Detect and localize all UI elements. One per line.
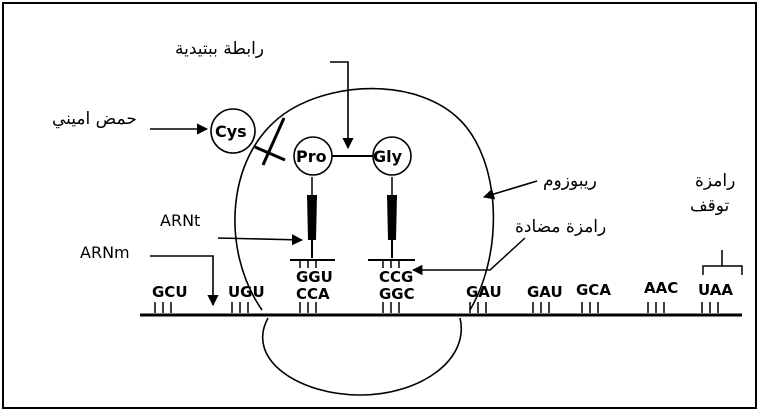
label-trna: ARNt (160, 211, 200, 230)
codon-stop: UAA (698, 281, 733, 299)
label-stop-codon-2: توقف (690, 196, 730, 216)
arrow-mrna (150, 255, 219, 307)
label-mrna: ARNm (80, 243, 130, 262)
stop-codon-bracket (702, 250, 743, 275)
label-amino-acid: حمض اميني (52, 109, 137, 129)
codon-1: GCU (152, 283, 188, 301)
mrna-base-teeth (154, 302, 719, 313)
diagram-frame (2, 2, 757, 409)
ribosome-small-subunit (261, 317, 463, 396)
ribosome (234, 87, 495, 396)
label-ribosome: ريبوزوم (543, 171, 597, 191)
amino-acid-pro: Pro (296, 147, 327, 166)
mrna-codons: GCU UGU CCA GGC GAU GAU GCA AAC UAA (152, 279, 733, 303)
codon-6: GAU (527, 283, 563, 301)
bond-break-mark (261, 117, 286, 166)
codon-2: UGU (228, 283, 265, 301)
label-peptide-bond: رابطة ببتيدية (175, 39, 264, 59)
cys-pro-bond (254, 145, 286, 162)
amino-acid-gly: Gly (373, 147, 403, 166)
codon-4: GGC (379, 285, 415, 303)
ribosome-large-subunit (234, 87, 495, 311)
label-anticodon: رامزة مضادة (515, 217, 606, 237)
label-stop-codon-1: رامزة (695, 171, 735, 191)
arrow-peptide-bond (330, 61, 354, 150)
mrna-strand (140, 302, 742, 317)
amino-acid-cys-label: Cys (215, 122, 247, 141)
codon-8: AAC (644, 279, 678, 297)
arrow-ribosome (482, 180, 538, 200)
anticodon-pro: GGU (296, 268, 333, 286)
codon-3: CCA (296, 285, 330, 303)
codon-5: GAU (466, 283, 502, 301)
amino-acid-cys-circle (210, 108, 256, 154)
trna-pro: GGU Pro (290, 136, 335, 286)
amino-acid-cys: Cys (210, 108, 286, 166)
arrow-trna (217, 234, 304, 246)
arrow-anticodon (411, 237, 526, 276)
trna-gly: CCG Gly (368, 136, 415, 286)
codon-7: GCA (576, 281, 611, 299)
anticodon-gly: CCG (379, 268, 413, 286)
